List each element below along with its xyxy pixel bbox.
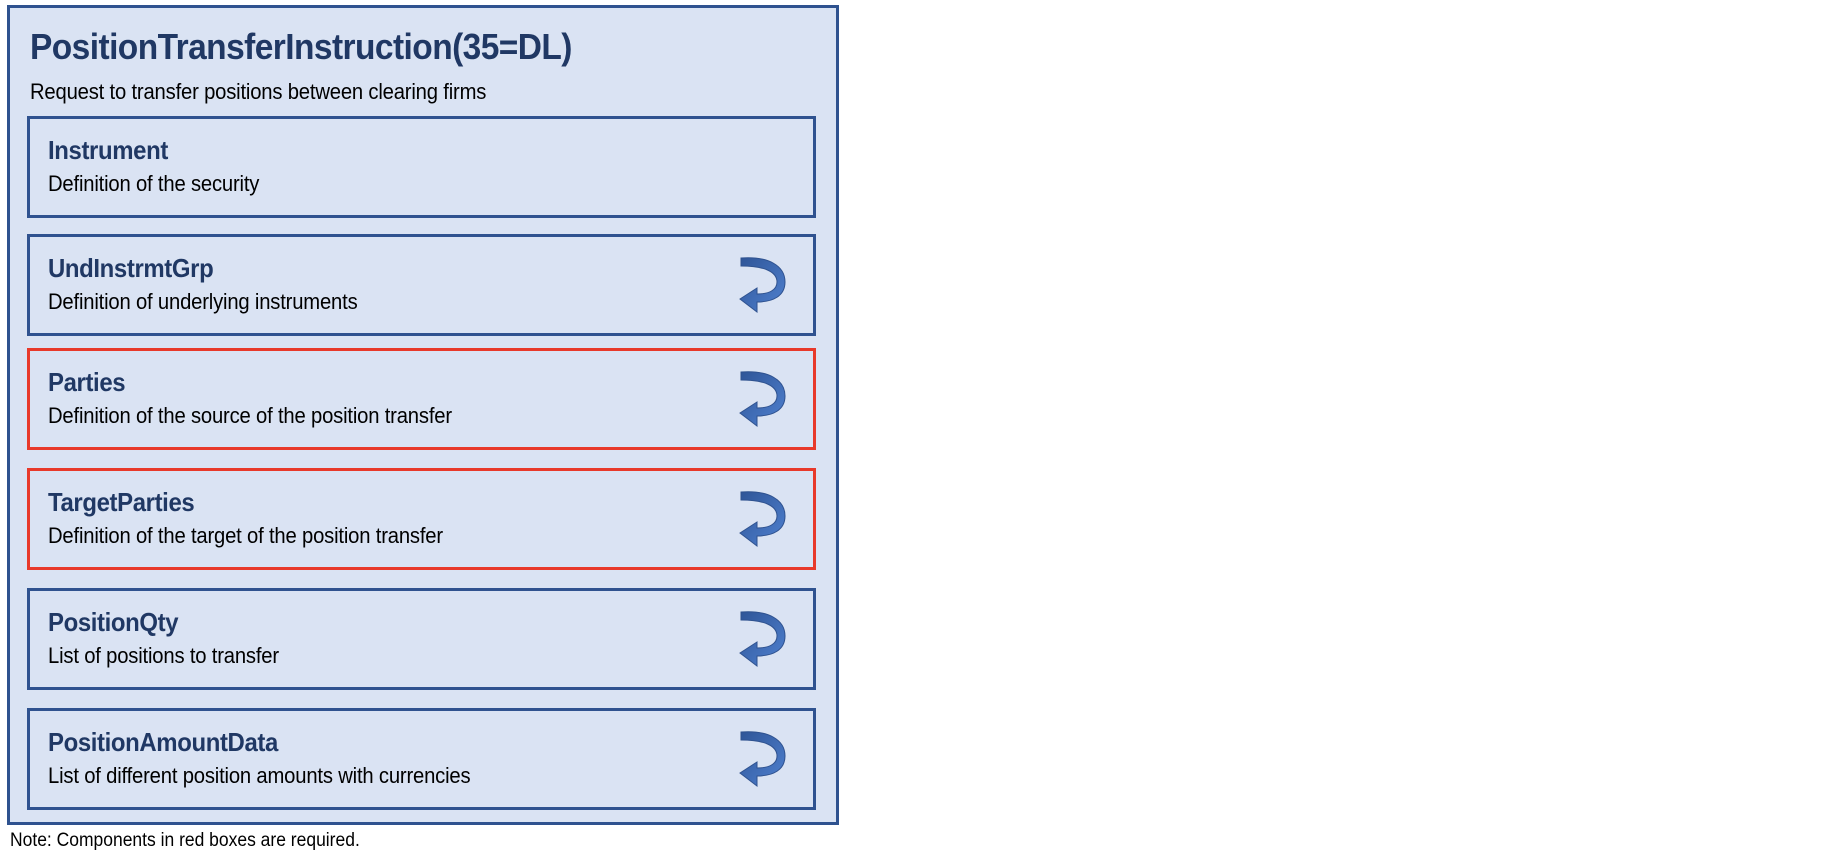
repeat-arrow-icon <box>739 611 786 668</box>
repeat-arrow-icon <box>739 491 786 548</box>
component-description: Definition of the security <box>48 171 260 196</box>
component-description: List of positions to transfer <box>48 643 279 668</box>
component-description: List of different position amounts with … <box>48 763 471 788</box>
component-instrument: Instrument Definition of the security <box>27 116 816 218</box>
component-description: Definition of the target of the position… <box>48 523 443 548</box>
required-note: Note: Components in red boxes are requir… <box>10 830 360 851</box>
component-name: Instrument <box>48 135 168 165</box>
component-targetparties: TargetParties Definition of the target o… <box>27 468 816 570</box>
repeat-arrow-icon <box>739 371 786 428</box>
message-container: PositionTransferInstruction(35=DL) Reque… <box>7 5 839 825</box>
component-name: UndInstrmtGrp <box>48 253 214 283</box>
component-name: PositionAmountData <box>48 727 278 757</box>
component-positionamountdata: PositionAmountData List of different pos… <box>27 708 816 810</box>
repeat-arrow-icon <box>739 731 786 788</box>
component-name: Parties <box>48 367 126 397</box>
message-description: Request to transfer positions between cl… <box>30 79 487 104</box>
component-description: Definition of underlying instruments <box>48 289 358 314</box>
component-name: TargetParties <box>48 487 195 517</box>
component-positionqty: PositionQty List of positions to transfe… <box>27 588 816 690</box>
component-parties: Parties Definition of the source of the … <box>27 348 816 450</box>
component-description: Definition of the source of the position… <box>48 403 452 428</box>
component-name: PositionQty <box>48 607 179 637</box>
repeat-arrow-icon <box>739 257 786 314</box>
message-title: PositionTransferInstruction(35=DL) <box>30 26 572 67</box>
component-undinstrmtgrp: UndInstrmtGrp Definition of underlying i… <box>27 234 816 336</box>
